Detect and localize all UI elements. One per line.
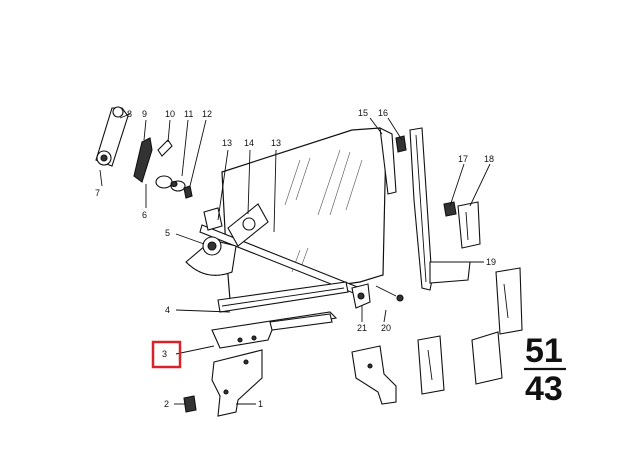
regulator-support-bracket xyxy=(211,349,263,417)
crank-spindle-parts xyxy=(155,139,193,199)
callout-labels: 8 9 10 11 12 7 6 13 14 13 5 4 3 2 1 15 1… xyxy=(95,108,496,409)
regulator-mounting-plate xyxy=(211,311,338,349)
window-crank-handle xyxy=(95,106,129,167)
callout-8: 8 xyxy=(127,109,132,119)
callout-15: 15 xyxy=(358,108,368,118)
group-main-number: 51 xyxy=(525,332,563,370)
guide-plate xyxy=(495,267,523,335)
glass-lifter-roller xyxy=(351,283,371,309)
window-guide-channel xyxy=(379,127,471,291)
callout-5: 5 xyxy=(165,228,170,238)
cover-plate xyxy=(471,331,503,385)
channel-stop-block xyxy=(443,201,457,217)
group-sub-number: 43 xyxy=(525,370,563,408)
callout-10: 10 xyxy=(165,109,175,119)
door-check-bracket xyxy=(351,345,397,405)
callout-19: 19 xyxy=(486,257,496,267)
guide-rail-bracket xyxy=(457,201,481,249)
callout-16: 16 xyxy=(378,108,388,118)
leader-lines xyxy=(99,113,491,405)
glass-lower-channel xyxy=(217,281,349,313)
regulator-sector-gear xyxy=(185,207,237,276)
callout-4: 4 xyxy=(165,305,170,315)
callout-7: 7 xyxy=(95,188,100,198)
callout-12: 12 xyxy=(202,109,212,119)
callout-3-highlight-box xyxy=(151,340,182,369)
mounting-bolt xyxy=(375,285,404,302)
callout-14: 14 xyxy=(244,138,254,148)
lock-striker-bracket xyxy=(417,335,445,395)
callout-3: 3 xyxy=(162,349,167,359)
callout-6: 6 xyxy=(142,210,147,220)
callout-13-right: 13 xyxy=(271,138,281,148)
callout-20: 20 xyxy=(381,323,391,333)
group-number: 51 43 xyxy=(524,332,566,408)
callout-18: 18 xyxy=(484,154,494,164)
callout-2: 2 xyxy=(164,399,169,409)
callout-21: 21 xyxy=(357,323,367,333)
callout-13-left: 13 xyxy=(222,138,232,148)
crank-escutcheon xyxy=(133,137,153,183)
callout-9: 9 xyxy=(142,109,147,119)
callout-17: 17 xyxy=(458,154,468,164)
callout-1: 1 xyxy=(258,399,263,409)
callout-11: 11 xyxy=(184,109,193,119)
retaining-clip xyxy=(183,395,197,413)
